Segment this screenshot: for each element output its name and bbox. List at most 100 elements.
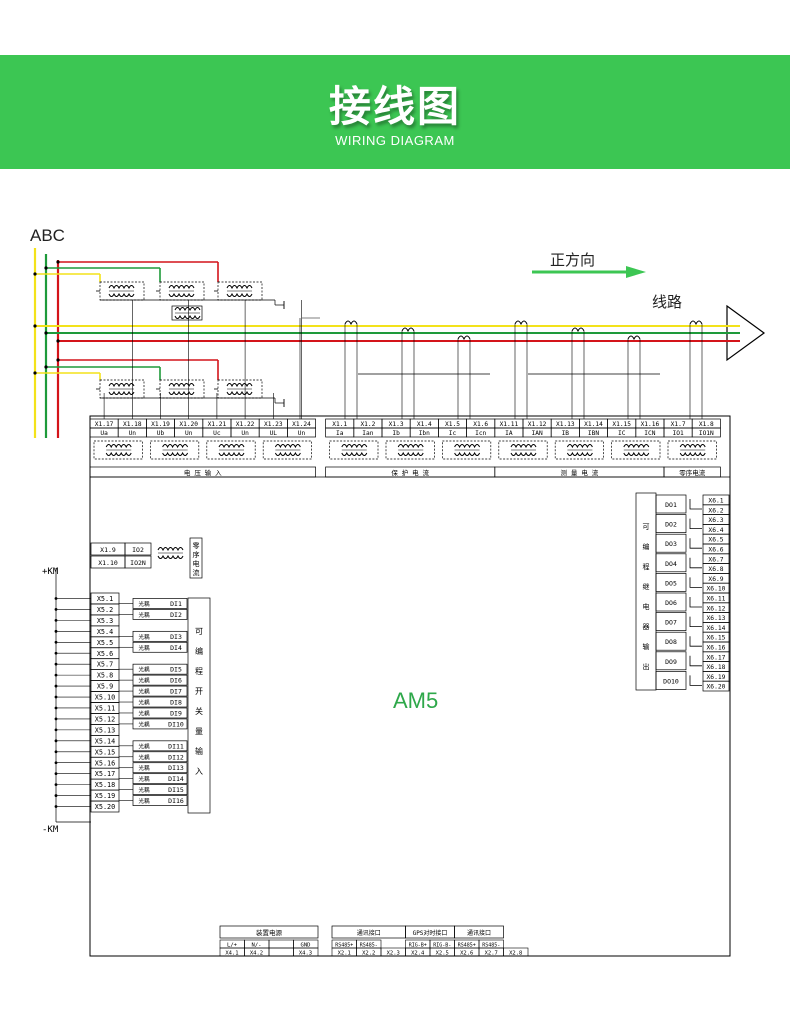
do-name: DO5 [665,579,677,587]
di-terminal: X5.7 [97,661,113,669]
current-transformer-icon [457,335,471,340]
di-label-char: 关 [195,706,203,716]
di-terminal: X5.2 [97,606,113,614]
terminal-signal: Ic [449,430,457,437]
transformer-coil-icon [226,383,253,395]
do-label-char: 电 [643,602,650,611]
di-name: DI12 [168,753,184,761]
comm-terminal: X2.4 [411,951,425,957]
comm-terminal: X2.3 [387,951,400,957]
di-label-char: 编 [195,646,203,656]
di-name: DI1 [170,600,182,608]
do-terminal: X6.13 [707,615,726,622]
di-optocoupler: 光耦 [138,688,150,696]
do-terminal: X6.20 [707,684,726,691]
di-terminal: X5.9 [97,683,113,691]
di-terminal: X5.6 [97,650,113,658]
transformer-coil-icon [341,444,368,456]
bottom-terminal-strip: 装置电源L/+X4.1N/-X4.2GNDX4.3通讯接口RS485+X2.1R… [219,925,529,957]
di-optocoupler: 光耦 [138,753,150,761]
power-term-cell [268,947,294,957]
di-terminal: X5.14 [95,737,115,745]
transformer-coil-icon [566,444,593,456]
terminal-id: X1.13 [556,421,575,428]
do-name-cell [655,533,687,553]
di-terminal: X5.8 [97,672,113,680]
comm-title: 通讯接口 [357,929,381,937]
transformer-coil-icon [679,444,706,456]
terminal-signal: Un [241,430,249,437]
junction-dot [44,266,48,270]
do-terminal: X6.19 [707,674,726,681]
do-name-cell [655,514,687,533]
page-subtitle: WIRING DIAGRAM [335,133,455,148]
terminal-id: X1.15 [612,421,631,428]
comm-terminal: X2.1 [338,951,351,957]
do-name: DO10 [663,677,679,685]
terminal-signal: Ub [157,430,165,437]
input-transformer-box [262,440,312,460]
do-name: DO1 [665,501,677,509]
zero-seq-signal: IO2 [132,546,144,554]
transformer-coil-icon [397,444,424,456]
relay-contact-icon [689,557,702,569]
power-title: 装置电源 [256,928,283,937]
di-name: DI7 [170,688,182,696]
comm-term-cell [503,947,529,957]
di-terminal: X5.3 [97,617,113,625]
terminal-signal: IBN [588,430,599,437]
do-name-cell [655,592,687,612]
di-name: DI5 [170,666,182,674]
di-optocoupler: 光耦 [138,644,150,652]
di-optocoupler: 光耦 [138,600,150,608]
di-name: DI11 [168,742,184,750]
input-transformer-box [206,440,256,460]
power-title-cell [219,925,319,939]
relay-contact-icon [689,577,702,588]
di-name: DI14 [168,775,184,783]
terminal-signal: Un [298,430,306,437]
di-name: DI16 [168,797,184,805]
input-transformer-box [150,440,200,460]
terminal-id: X1.21 [208,421,227,428]
do-terminal: X6.4 [708,527,723,534]
di-label-char: 程 [195,667,203,676]
relay-contact-icon [689,597,702,608]
abc-label: ABC [30,226,65,245]
do-name-cell [655,671,687,690]
terminal-signal: Ia [336,430,344,437]
comm-signal: RIG-B+ [409,943,427,949]
di-terminal: X5.1 [97,595,113,603]
do-terminal: X6.17 [707,654,726,661]
direction-label: 正方向 [550,251,595,269]
terminal-id: X1.12 [528,421,547,428]
input-transformer-box [611,440,661,460]
do-terminal: X6.3 [708,517,723,524]
comm-term-cell [380,947,406,957]
do-name: DO9 [665,658,677,666]
junction-dot [44,331,48,335]
terminal-signal: Un [129,430,137,437]
junction-dot [56,339,60,343]
zero-seq-terminal: X1.9 [100,546,116,554]
comm-title: 通讯接口 [467,929,491,937]
junction-dot [33,324,37,328]
terminal-sig-cell [691,427,721,438]
terminal-id: X1.17 [95,421,114,428]
terminal-id: X1.3 [389,421,404,428]
terminal-id: X1.24 [292,421,311,428]
terminal-signal: Ibn [419,430,430,437]
di-optocoupler: 光耦 [138,764,150,772]
di-terminal: X5.16 [95,759,115,767]
power-terminal: X4.1 [225,951,238,957]
di-name: DI3 [170,633,182,641]
zero-seq-label-char: 零 [193,542,200,550]
di-optocoupler: 光耦 [138,709,150,717]
do-terminal: X6.1 [708,498,723,505]
transformer-coil-icon [108,383,135,395]
di-name: DI10 [168,720,184,728]
do-terminal-cell [702,680,730,692]
do-name: DO6 [665,599,677,607]
